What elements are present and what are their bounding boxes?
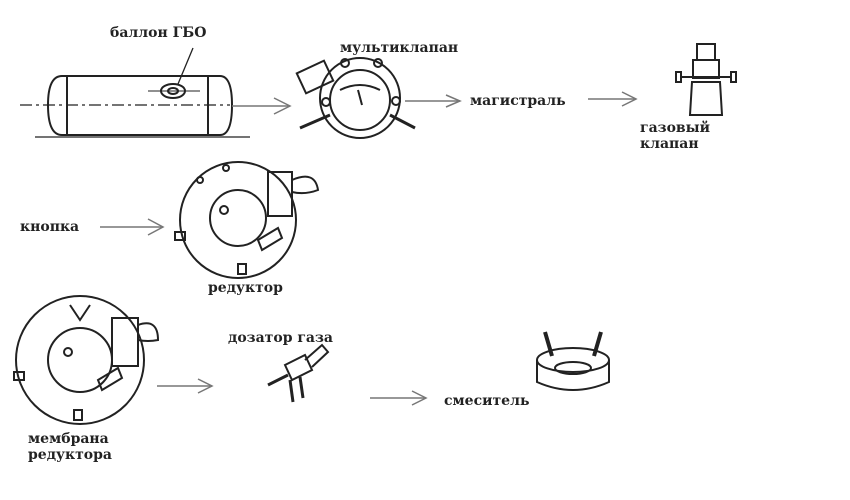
multivalve-drawing [295, 57, 416, 139]
label-gas-dispenser: дозатор газа [228, 330, 334, 346]
mixer-drawing [536, 331, 610, 391]
label-gas-valve: газовый клапан [640, 120, 710, 152]
arrow [157, 378, 428, 406]
label-button: кнопка [20, 219, 80, 235]
label-mixer: смеситель [444, 393, 530, 409]
gas-tank-drawing [20, 47, 250, 138]
label-reducer-membrane: мембрана редуктора [28, 431, 112, 463]
label-reducer: редуктор [208, 280, 283, 296]
label-reducer-membrane-line1: мембрана [28, 431, 109, 447]
gas-dispenser-drawing [267, 343, 330, 403]
gas-valve-drawing [675, 43, 737, 116]
arrow [232, 97, 292, 115]
label-gas-line: магистраль [470, 93, 566, 109]
label-reducer-membrane-line2: редуктора [28, 447, 112, 463]
label-gas-tank: баллон ГБО [110, 25, 207, 41]
reducer-drawing [174, 161, 320, 279]
label-multivalve: мультиклапан [340, 40, 459, 56]
arrow [405, 91, 638, 108]
reducer-membrane-drawing [13, 295, 160, 425]
arrow [100, 218, 165, 236]
label-gas-valve-line1: газовый [640, 120, 711, 136]
label-gas-valve-line2: клапан [640, 136, 699, 152]
